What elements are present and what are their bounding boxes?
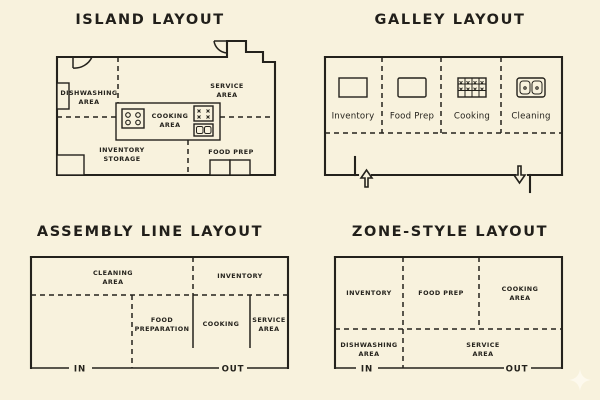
island-label-inventory-l1: INVENTORY [99,146,144,154]
assembly-label-inventory: INVENTORY [217,272,262,280]
island-label-cooking-l2: AREA [160,121,181,129]
island-label-dishwashing-l1: DISHWASHING [60,89,117,97]
zone-style-floorplan: INVENTORY FOOD PREP COOKING AREA DISHWAS… [333,255,564,375]
assembly-label-service-l2: AREA [259,325,280,333]
assembly-label-cleaning-l2: AREA [103,278,124,286]
assembly-label-food-prep-l2: PREPARATION [135,325,190,333]
galley-caption-cooking: Cooking [454,112,490,122]
zone-label-food-prep: FOOD PREP [418,289,463,297]
assembly-label-food-prep-l1: FOOD [151,316,173,324]
panel-assembly-line-layout: ASSEMBLY LINE LAYOUT CLEANING AREA INVEN… [0,200,300,400]
zone-label-cooking-l1: COOKING [502,285,539,293]
assembly-label-cooking: COOKING [203,320,240,328]
panel-zone-style-layout: ZONE-STYLE LAYOUT INVENTORY FOOD PREP CO… [300,200,600,400]
panel-title-assembly-line: ASSEMBLY LINE LAYOUT [36,224,264,240]
island-outer-wall [55,39,277,177]
rectangle-table-icon [397,77,427,98]
door-swing-arc-left [72,56,93,69]
panel-title-zone-style: ZONE-STYLE LAYOUT [351,224,549,240]
assembly-flow-in-label: IN [74,365,86,375]
galley-caption-inventory: Inventory [332,112,375,122]
counter-left-upper [56,82,70,110]
assembly-outer-wall-upper [29,255,290,370]
assembly-line-floorplan: CLEANING AREA INVENTORY FOOD PREPARATION… [29,255,290,375]
door-swing-arc-top [213,40,228,54]
panel-island-layout: ISLAND LAYOUT [0,0,300,200]
zone-label-cooking-l2: AREA [510,294,531,302]
double-sink-icon [516,77,546,98]
zone-outer-wall-upper [333,255,564,370]
panel-galley-layout: GALLEY LAYOUT Inventory Food Prep [300,0,600,200]
zone-label-inventory: INVENTORY [346,289,391,297]
galley-floorplan: Inventory Food Prep Cooking Cleaning [323,55,564,194]
galley-caption-food-prep: Food Prep [390,112,434,122]
island-floorplan: DISHWASHING AREA SERVICE AREA COOKING AR… [55,39,277,177]
zone-label-service-l2: AREA [473,350,494,358]
island-label-food-prep: FOOD PREP [208,148,253,156]
galley-outer-wall-upper [323,55,564,177]
entrance-arrow-icon [359,168,374,188]
galley-outer-wall-left [323,55,360,177]
assembly-flow-out-label: OUT [222,365,245,375]
galley-caption-cleaning: Cleaning [511,112,550,122]
zone-flow-in-label: IN [361,365,373,375]
panel-title-galley: GALLEY LAYOUT [374,12,526,28]
assembly-label-service-l1: SERVICE [252,316,285,324]
zone-flow-out-label: OUT [506,365,529,375]
counter-food-prep-b [229,159,251,176]
rectangle-shelf-icon [338,77,368,98]
counter-food-prep-a [209,159,231,176]
zone-label-dishwashing-l1: DISHWASHING [340,341,397,349]
counter-left-lower [56,154,85,176]
assembly-label-cleaning-l1: CLEANING [93,269,133,277]
exit-arrow-icon [512,165,527,185]
zone-label-service-l1: SERVICE [466,341,499,349]
island-label-inventory-l2: STORAGE [103,155,140,163]
zone-label-dishwashing-l2: AREA [359,350,380,358]
stove-burners-four-small [193,105,214,122]
island-label-service-l1: SERVICE [210,82,243,90]
panel-title-island: ISLAND LAYOUT [75,12,225,28]
stove-burners-four [121,108,145,129]
island-label-dishwashing-l2: AREA [79,98,100,106]
sparkle-watermark [569,369,591,391]
island-label-cooking-l1: COOKING [152,112,189,120]
island-label-service-l2: AREA [217,91,238,99]
